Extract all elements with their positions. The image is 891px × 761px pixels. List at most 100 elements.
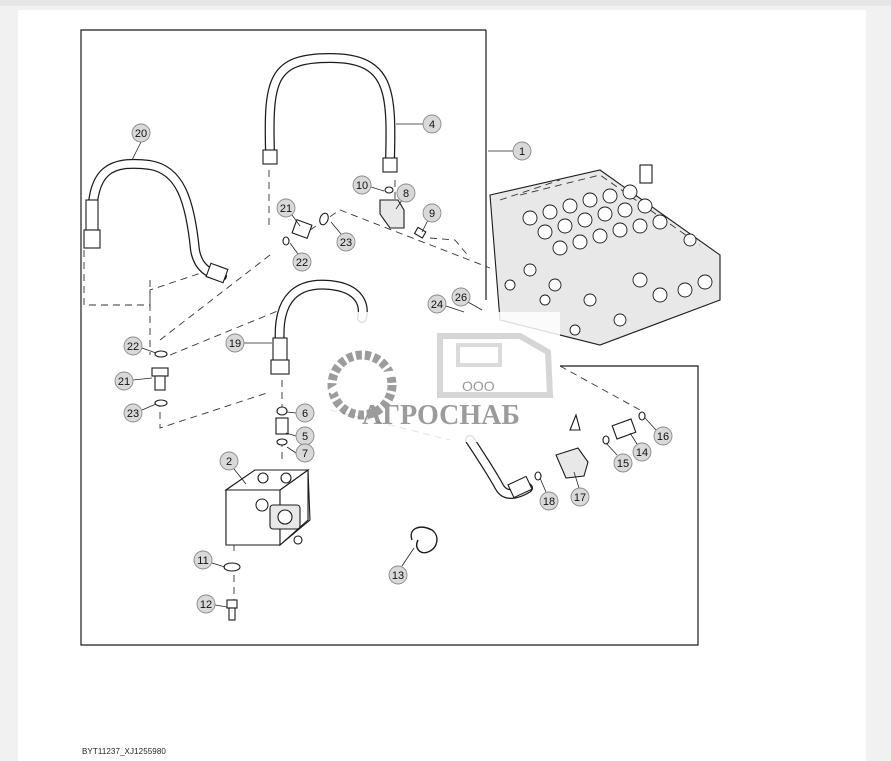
callout-21: 21 xyxy=(276,198,301,227)
callout-label: 12 xyxy=(200,599,212,611)
callout-leader xyxy=(286,411,297,414)
callout-label: 19 xyxy=(229,338,241,350)
callout-18: 18 xyxy=(539,477,559,511)
callout-9: 9 xyxy=(421,203,442,233)
callout-circle xyxy=(292,252,312,272)
callout-label: 18 xyxy=(543,496,555,508)
hose-4 xyxy=(262,52,398,173)
callout-label: 22 xyxy=(296,257,308,269)
exploded-parts-diagram: ООО АГРОСНАБ 124567891011121314151617181… xyxy=(80,29,721,646)
callout-label: 21 xyxy=(280,203,292,215)
figure-code: BYT11237_XJ1255980 xyxy=(82,747,166,756)
callout-17: 17 xyxy=(570,471,590,507)
callout-circle xyxy=(123,403,143,423)
callout-label: 10 xyxy=(356,180,368,192)
callout-22: 22 xyxy=(289,242,312,272)
callout-circle xyxy=(336,232,356,252)
valve-block-2 xyxy=(224,468,311,547)
callout-circle xyxy=(225,333,245,353)
callout-circle xyxy=(570,487,590,507)
callout-leader xyxy=(573,471,580,489)
callout-16: 16 xyxy=(644,417,673,446)
callout-2: 2 xyxy=(219,451,247,485)
callout-circle xyxy=(512,141,532,161)
callout-label: 1 xyxy=(519,146,525,158)
callout-26: 26 xyxy=(451,287,483,311)
callout-leader xyxy=(401,547,415,567)
callout-23: 23 xyxy=(123,403,157,423)
callout-circle xyxy=(632,442,652,462)
callout-circle xyxy=(388,565,408,585)
callout-circle xyxy=(539,491,559,511)
top-bar xyxy=(0,0,891,6)
callout-label: 21 xyxy=(118,376,130,388)
callout-7: 7 xyxy=(286,443,315,463)
callout-6: 6 xyxy=(286,403,315,423)
callout-23: 23 xyxy=(330,221,356,252)
callout-label: 2 xyxy=(226,456,232,468)
callout-circle xyxy=(352,175,372,195)
callout-circle xyxy=(295,443,315,463)
hose-right xyxy=(465,435,533,499)
callout-label: 7 xyxy=(302,448,308,460)
callout-label: 15 xyxy=(617,458,629,470)
callout-1: 1 xyxy=(488,141,532,161)
callout-label: 20 xyxy=(135,128,147,140)
callout-5: 5 xyxy=(285,426,315,446)
callout-circle xyxy=(613,453,633,473)
callout-circle xyxy=(295,403,315,423)
callout-label: 26 xyxy=(455,292,467,304)
callout-leader xyxy=(132,377,153,381)
callout-leader xyxy=(539,477,547,493)
callout-circle xyxy=(451,287,471,307)
callout-15: 15 xyxy=(605,442,633,473)
callout-circle xyxy=(422,114,442,134)
hose-19 xyxy=(270,279,368,375)
callout-circle xyxy=(193,550,213,570)
callout-leader xyxy=(395,199,403,210)
callout-24: 24 xyxy=(427,294,465,314)
callout-label: 8 xyxy=(403,188,409,200)
callout-leader xyxy=(211,562,226,568)
callout-label: 11 xyxy=(197,555,208,567)
callout-leader xyxy=(233,468,247,485)
callout-label: 9 xyxy=(429,208,435,220)
watermark-logo: ООО АГРОСНАБ xyxy=(300,312,560,442)
callout-20: 20 xyxy=(131,123,151,161)
callout-8: 8 xyxy=(395,183,416,210)
callout-19: 19 xyxy=(225,333,272,353)
callout-leader xyxy=(467,301,483,311)
callout-leader xyxy=(445,305,465,313)
callout-label: 13 xyxy=(392,570,404,582)
callout-circle xyxy=(123,336,143,356)
callout-leader xyxy=(286,446,297,454)
callout-leader xyxy=(629,432,638,445)
callout-circle xyxy=(196,594,216,614)
callout-leader xyxy=(141,347,157,354)
callout-circle xyxy=(219,451,239,471)
callout-label: 23 xyxy=(127,408,139,420)
callout-leader xyxy=(370,186,385,192)
callout-10: 10 xyxy=(352,175,385,195)
callout-circle xyxy=(276,198,296,218)
callout-label: 17 xyxy=(574,492,586,504)
hose-20 xyxy=(83,158,229,284)
callout-circle xyxy=(114,371,134,391)
callout-label: 4 xyxy=(429,119,435,131)
callout-leader xyxy=(291,214,301,227)
callout-12: 12 xyxy=(196,594,228,614)
callout-circle xyxy=(131,123,151,143)
callout-14: 14 xyxy=(629,432,652,462)
callout-label: 14 xyxy=(636,447,648,459)
callout-label: 6 xyxy=(302,408,308,420)
callout-13: 13 xyxy=(388,547,415,585)
callout-circle xyxy=(653,426,673,446)
watermark-line2: АГРОСНАБ xyxy=(362,400,520,431)
callout-circle xyxy=(396,183,416,203)
callout-leader xyxy=(289,242,299,255)
main-valve-1 xyxy=(489,164,721,346)
callout-leader xyxy=(605,442,618,456)
callout-4: 4 xyxy=(396,114,442,134)
callout-leader xyxy=(131,141,142,161)
